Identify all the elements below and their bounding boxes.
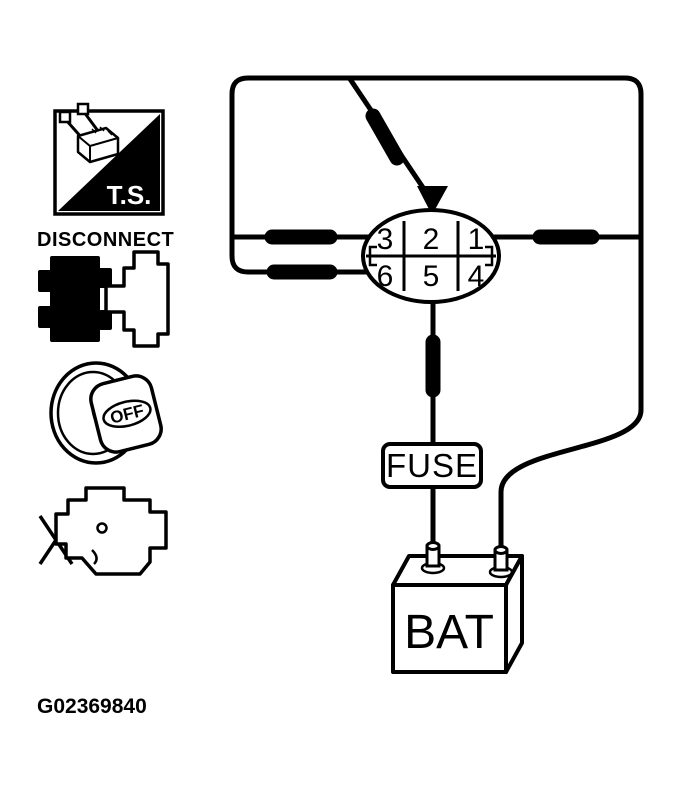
disconnect-plug-left-icon [38, 256, 112, 342]
engine-detail-curve [91, 549, 98, 565]
pin-1-label: 1 [468, 223, 485, 256]
figure-code: G02369840 [37, 695, 147, 718]
disconnect-plug-right-icon [104, 250, 170, 348]
key-head: OFF [89, 374, 163, 454]
battery-terminal-right [488, 545, 514, 579]
engine-icon [38, 486, 168, 576]
disconnect-symbol: DISCONNECT [37, 229, 174, 348]
ignition-off-symbol: OFF [49, 361, 163, 465]
battery-terminal-left [420, 541, 446, 575]
test-symbol-label: T.S. [107, 180, 152, 210]
connector-view: 3 2 1 6 5 4 [361, 208, 501, 304]
battery: BAT [391, 541, 524, 674]
connector-grid [366, 221, 496, 291]
engine-body [54, 486, 168, 576]
pin-4-label: 4 [468, 260, 485, 293]
pin-2-label: 2 [423, 223, 440, 256]
circuit-wires [229, 75, 644, 559]
test-symbol-triangle [58, 114, 160, 211]
disconnect-label: DISCONNECT [37, 229, 174, 251]
fuse: FUSE [381, 442, 483, 489]
connector-key-left [368, 245, 377, 267]
wire-outer-loop [229, 75, 644, 559]
test-connector-icon [58, 102, 120, 164]
pin-5-label: 5 [423, 260, 440, 293]
pin-3-label: 3 [377, 223, 394, 256]
probe-arrow-icon [417, 186, 448, 215]
engine-detail-dot [96, 522, 108, 534]
shield-band-pin2 [365, 108, 405, 166]
pin-6-label: 6 [377, 260, 394, 293]
test-symbol: T.S. [53, 102, 165, 216]
battery-label: BAT [404, 606, 494, 659]
fuse-box [381, 442, 483, 489]
fuse-label: FUSE [386, 447, 478, 484]
connector-key-right [485, 245, 494, 267]
battery-front-face [391, 583, 508, 674]
